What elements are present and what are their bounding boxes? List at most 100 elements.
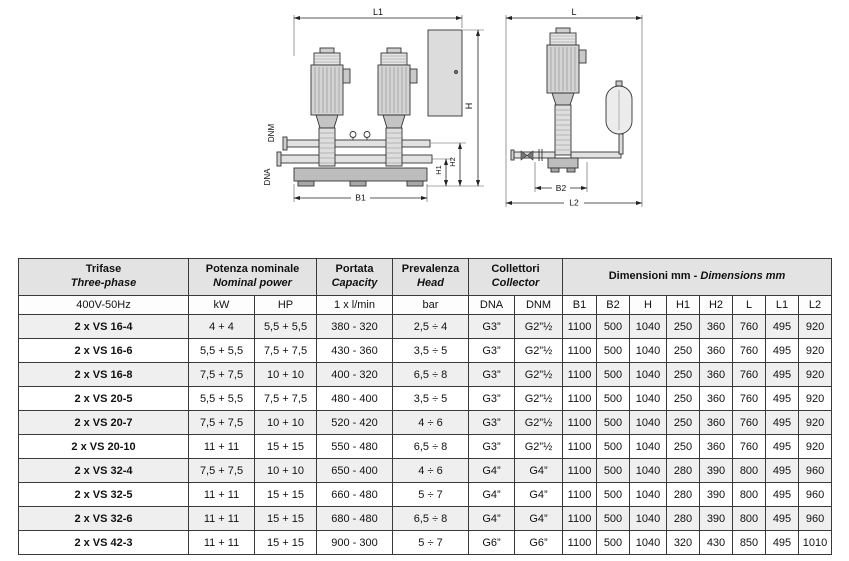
value-cell: 4 ÷ 6 — [392, 410, 469, 435]
subheader-l2: L2 — [797, 295, 833, 315]
value-cell: 550 - 480 — [316, 434, 393, 459]
header-dimensions: Dimensioni mm - Dimensions mm — [561, 258, 833, 296]
value-cell: G3” — [468, 314, 515, 339]
dim-label-dna: DNA — [263, 168, 272, 186]
subheader-h2: H2 — [699, 295, 733, 315]
value-cell: G3” — [468, 410, 515, 435]
valve-icon — [520, 150, 528, 161]
value-cell: 920 — [797, 386, 833, 411]
base-foot — [349, 180, 367, 187]
value-cell: 650 - 400 — [316, 458, 393, 483]
value-cell: 800 — [732, 506, 766, 531]
model-cell: 2 x VS 20-5 — [18, 386, 189, 411]
value-cell: 495 — [765, 410, 799, 435]
value-cell: 1040 — [629, 362, 667, 387]
panel-latch — [454, 70, 458, 74]
dim-label-b2: B2 — [556, 183, 567, 193]
value-cell: 800 — [732, 482, 766, 507]
value-cell: 500 — [596, 506, 630, 531]
valve-icon — [526, 150, 534, 161]
suction-manifold — [279, 154, 433, 164]
value-cell: G2”½ — [514, 338, 563, 363]
value-cell: 5,5 + 5,5 — [188, 386, 255, 411]
subheader-b2: B2 — [596, 295, 630, 315]
value-cell: 400 - 320 — [316, 362, 393, 387]
value-cell: 360 — [699, 434, 733, 459]
value-cell: 500 — [596, 458, 630, 483]
value-cell: 760 — [732, 314, 766, 339]
value-cell: 360 — [699, 410, 733, 435]
diagram-front-view: L1 H H1 H2 B1 DNM DNA — [263, 7, 484, 203]
value-cell: 760 — [732, 434, 766, 459]
delivery-manifold — [285, 139, 431, 148]
value-cell: 15 + 15 — [254, 482, 317, 507]
value-cell: 1100 — [562, 410, 597, 435]
header-dimensions-en: Dimensions mm — [700, 270, 786, 283]
value-cell: G2”½ — [514, 362, 563, 387]
value-cell: 500 — [596, 362, 630, 387]
header-collector: Collettori Collector — [468, 258, 563, 296]
subheader-kw: kW — [188, 295, 255, 315]
value-cell: 495 — [765, 386, 799, 411]
model-cell: 2 x VS 16-8 — [18, 362, 189, 387]
value-cell: 4 ÷ 6 — [392, 458, 469, 483]
value-cell: 6,5 ÷ 8 — [392, 362, 469, 387]
value-cell: 6,5 ÷ 8 — [392, 434, 469, 459]
value-cell: 11 + 11 — [188, 482, 255, 507]
value-cell: 760 — [732, 386, 766, 411]
value-cell: 10 + 10 — [254, 458, 317, 483]
header-model-en: Three-phase — [70, 277, 137, 289]
subheader-capacity-unit: 1 x l/min — [316, 295, 393, 315]
value-cell: 500 — [596, 338, 630, 363]
side-delivery-pipe — [570, 151, 622, 159]
technical-drawings: L1 H H1 H2 B1 DNM DNA — [263, 7, 643, 208]
value-cell: G2”½ — [514, 314, 563, 339]
value-cell: 920 — [797, 314, 833, 339]
header-dimensions-sep: - — [690, 270, 701, 283]
header-model: Trifase Three-phase — [18, 258, 189, 296]
value-cell: 11 + 11 — [188, 506, 255, 531]
model-cell: 2 x VS 32-4 — [18, 458, 189, 483]
value-cell: 2,5 ÷ 4 — [392, 314, 469, 339]
dim-label-l1: L1 — [373, 7, 383, 17]
value-cell: 250 — [666, 314, 700, 339]
header-capacity-it: Portata — [335, 263, 374, 276]
value-cell: 7,5 + 7,5 — [188, 362, 255, 387]
value-cell: 520 - 420 — [316, 410, 393, 435]
value-cell: 960 — [797, 458, 833, 483]
value-cell: G4” — [468, 458, 515, 483]
suction-flange — [276, 151, 282, 167]
model-cell: 2 x VS 32-5 — [18, 482, 189, 507]
value-cell: 1040 — [629, 410, 667, 435]
value-cell: 760 — [732, 362, 766, 387]
value-cell: 1040 — [629, 458, 667, 483]
value-cell: 960 — [797, 482, 833, 507]
base-foot — [406, 180, 424, 187]
header-power: Potenza nominale Nominal power — [188, 258, 317, 296]
value-cell: 430 - 360 — [316, 338, 393, 363]
subheader-l: L — [732, 295, 766, 315]
value-cell: 4 + 4 — [188, 314, 255, 339]
header-head-it: Prevalenza — [401, 263, 460, 276]
model-cell: 2 x VS 20-10 — [18, 434, 189, 459]
header-sub-row: 400V-50Hz kW HP 1 x l/min bar DNA DNM B1… — [18, 295, 833, 315]
subheader-h: H — [629, 295, 667, 315]
value-cell: 6,5 ÷ 8 — [392, 506, 469, 531]
value-cell: 15 + 15 — [254, 530, 317, 555]
value-cell: 5 ÷ 7 — [392, 530, 469, 555]
value-cell: 1100 — [562, 458, 597, 483]
value-cell: 1040 — [629, 506, 667, 531]
value-cell: 500 — [596, 434, 630, 459]
header-model-it: Trifase — [85, 263, 122, 276]
value-cell: G3” — [468, 386, 515, 411]
value-cell: 5 ÷ 7 — [392, 482, 469, 507]
value-cell: 280 — [666, 506, 700, 531]
model-cell: 2 x VS 20-7 — [18, 410, 189, 435]
dim-label-h: H — [464, 103, 474, 110]
value-cell: 660 - 480 — [316, 482, 393, 507]
value-cell: 11 + 11 — [188, 530, 255, 555]
